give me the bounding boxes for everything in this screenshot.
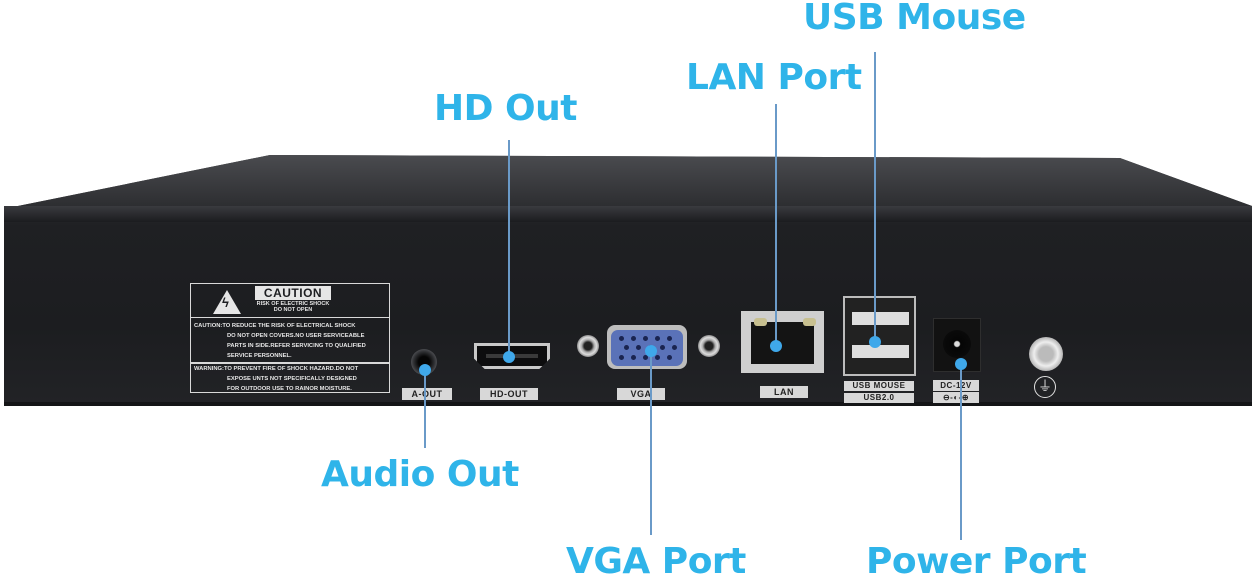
dc-power-jack <box>943 330 971 358</box>
usb-leader-line <box>874 52 876 342</box>
vga-leader-dot <box>645 345 657 357</box>
callout-vga-port: VGA Port <box>566 541 746 582</box>
audio-out-leader-line <box>424 370 426 448</box>
warning-line: WARNING:TO PREVENT FIRE OF SHOCK HAZARD.… <box>194 366 359 372</box>
caution-subtitle-2: DO NOT OPEN <box>273 307 313 313</box>
ground-screw <box>1029 337 1063 371</box>
vga-leader-line <box>650 350 652 535</box>
vga-right-screw <box>698 335 720 357</box>
device-bottom-edge <box>4 402 1252 406</box>
usb-mouse-tag: USB MOUSE <box>844 381 914 391</box>
vga-port <box>611 330 683 366</box>
vga-pin <box>667 336 672 341</box>
callout-usb-mouse: USB Mouse <box>803 0 1026 38</box>
warning-line: FOR OUTDOOR USE TO RAINOR MOISTURE. <box>227 386 352 392</box>
vga-pin <box>643 336 648 341</box>
caution-subtitle-1: RISK OF ELECTRIC SHOCK <box>256 301 330 307</box>
caution-line: SERVICE PERSONNEL. <box>227 353 292 359</box>
vga-pin <box>655 336 660 341</box>
vga-pin <box>636 345 641 350</box>
vga-pin <box>643 355 648 360</box>
vga-pin <box>660 345 665 350</box>
audio-out-leader-dot <box>419 364 431 376</box>
vga-pin <box>667 355 672 360</box>
ground-icon: ⏚ <box>1034 376 1056 398</box>
callout-audio-out: Audio Out <box>321 454 519 495</box>
lan-port <box>751 322 814 364</box>
vga-pin <box>631 355 636 360</box>
high-voltage-warning-icon <box>213 290 241 314</box>
usb-port-lower <box>852 345 909 358</box>
lan-tag: LAN <box>760 386 808 398</box>
warning-line: EXPOSE UNTS NOT SPECIFICALLY DESIGNED <box>227 376 357 382</box>
callout-hd-out: HD Out <box>434 88 578 129</box>
usb2-tag: USB2.0 <box>844 393 914 403</box>
usb-port-upper <box>852 312 909 325</box>
caution-line: PARTS IN SIDE.REFER SERVICING TO QUALIFI… <box>227 343 366 349</box>
lan-led-left <box>754 318 767 326</box>
warning-text: WARNING:TO PREVENT FIRE OF SHOCK HAZARD.… <box>194 364 388 394</box>
vga-pin <box>672 345 677 350</box>
vga-left-screw <box>577 335 599 357</box>
caution-line: DO NOT OPEN COVERS.NO USER SERVICEABLE <box>227 333 365 339</box>
vga-pin <box>631 336 636 341</box>
vga-pin <box>624 345 629 350</box>
device-front-lip <box>4 206 1252 222</box>
a-out-tag: A-OUT <box>402 388 452 400</box>
caution-label: CAUTION RISK OF ELECTRIC SHOCK DO NOT OP… <box>190 283 390 393</box>
lan-led-right <box>803 318 816 326</box>
callout-lan-port: LAN Port <box>686 57 862 98</box>
usb-port-stack <box>843 296 916 376</box>
callout-power-port: Power Port <box>866 541 1087 582</box>
hd-out-leader-line <box>508 140 510 356</box>
hd-out-tag: HD-OUT <box>480 388 538 400</box>
caution-line: CAUTION:TO REDUCE THE RISK OF ELECTRICAL… <box>194 323 356 329</box>
caution-header: CAUTION RISK OF ELECTRIC SHOCK DO NOT OP… <box>191 284 389 318</box>
lan-leader-dot <box>770 340 782 352</box>
dc-polarity-tag: ⊖-◐-⊕ <box>933 392 979 403</box>
dc-12v-tag: DC-12V <box>933 380 979 391</box>
hd-out-leader-dot <box>503 351 515 363</box>
caution-divider <box>191 362 389 364</box>
power-leader-line <box>960 364 962 540</box>
vga-pin <box>619 336 624 341</box>
vga-pin <box>619 355 624 360</box>
device-front-panel <box>4 206 1252 406</box>
power-leader-dot <box>955 358 967 370</box>
vga-pin <box>655 355 660 360</box>
caution-text: CAUTION:TO REDUCE THE RISK OF ELECTRICAL… <box>194 321 388 361</box>
vga-tag: VGA <box>617 388 665 400</box>
caution-title: CAUTION <box>255 286 331 300</box>
lan-leader-line <box>775 104 777 344</box>
usb-leader-dot <box>869 336 881 348</box>
